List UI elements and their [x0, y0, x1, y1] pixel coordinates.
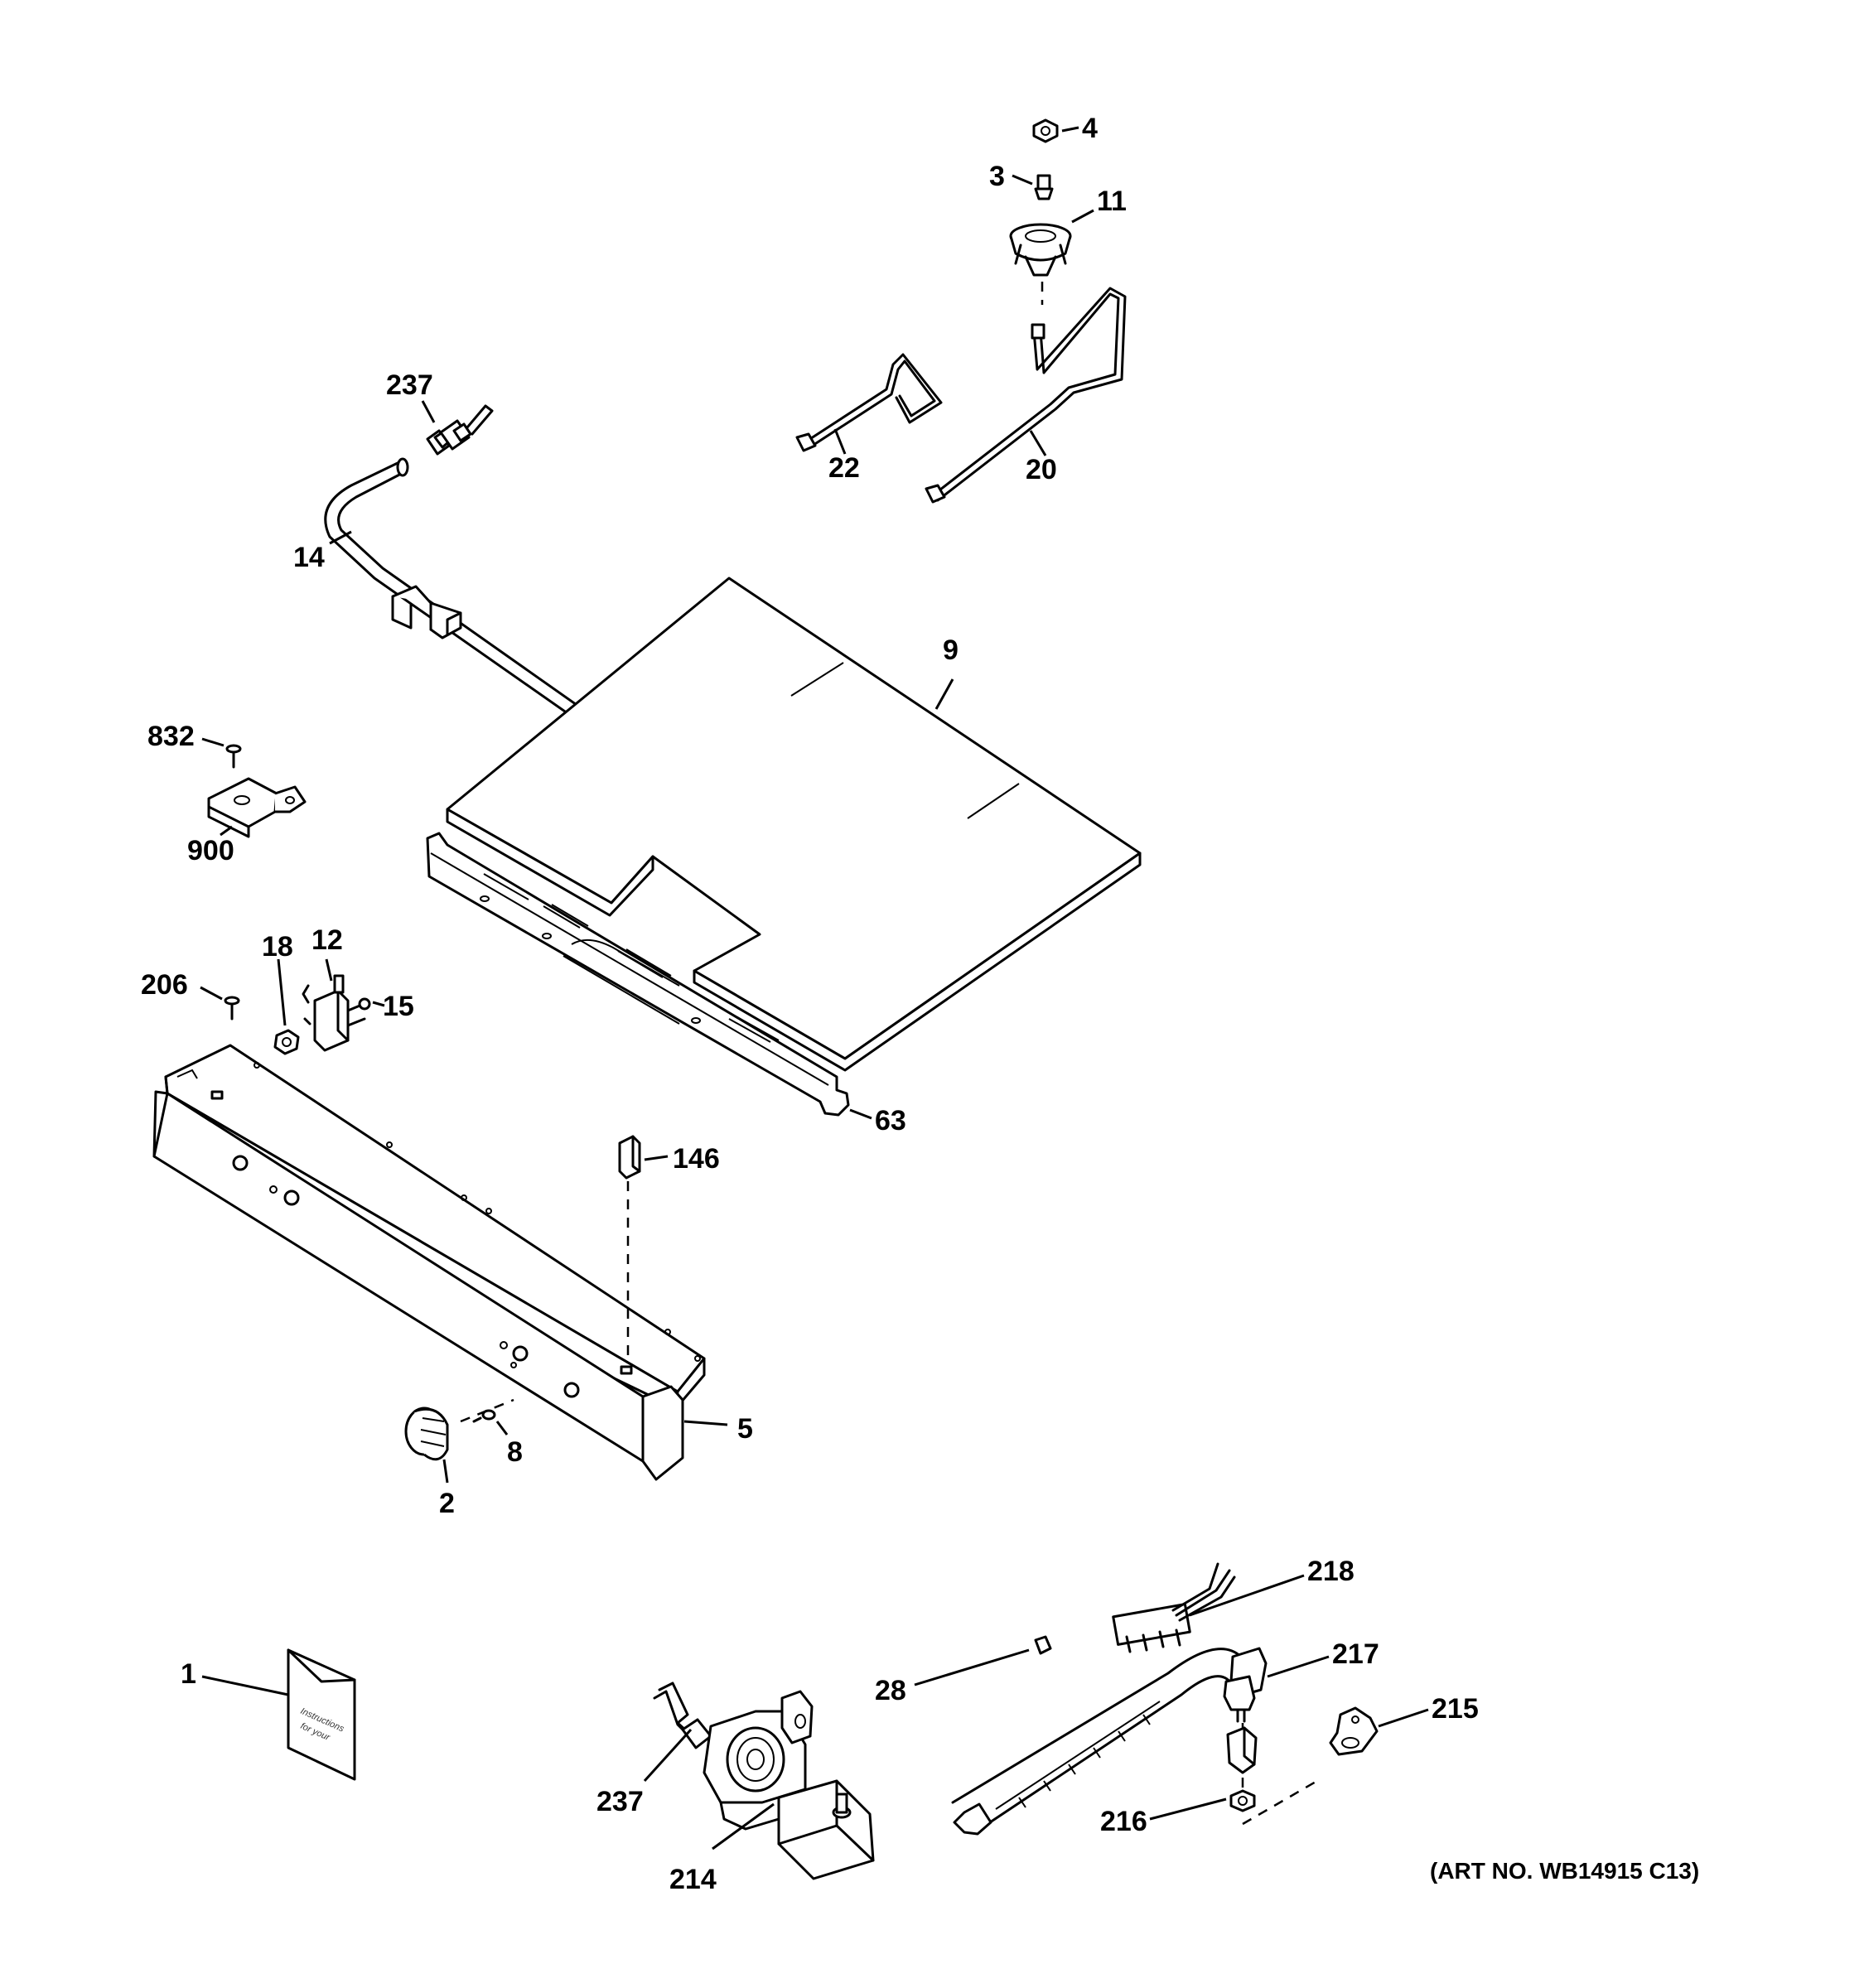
leader-9 [934, 678, 954, 710]
leader-8 [495, 1421, 509, 1436]
leader-3 [1012, 174, 1033, 186]
callout-9: 9 [943, 635, 959, 666]
part-valve-214 [703, 1690, 875, 1880]
part-manifold-panel-5 [152, 1044, 706, 1481]
callout-15: 15 [383, 991, 414, 1022]
callout-237-bottom: 237 [596, 1786, 644, 1817]
leader-832 [201, 737, 225, 747]
part-nut-18 [273, 1029, 300, 1055]
leader-214 [712, 1802, 775, 1850]
leader-12 [325, 958, 333, 982]
leader-4 [1061, 126, 1079, 133]
part-mounting-bracket-215 [1329, 1706, 1379, 1756]
part-screw-206 [224, 996, 240, 1021]
part-tube-20 [925, 287, 1127, 504]
part-terminal-15 [346, 997, 371, 1027]
callout-216: 216 [1100, 1806, 1147, 1837]
leader-218 [1189, 1574, 1305, 1617]
part-literature-1: Instructions for your [287, 1648, 356, 1781]
leader-14 [329, 530, 352, 545]
callout-8: 8 [507, 1436, 523, 1468]
leader-216 [1149, 1797, 1227, 1821]
callout-1: 1 [181, 1658, 196, 1690]
leader-146 [644, 1155, 669, 1161]
callout-14: 14 [293, 542, 325, 573]
callout-11: 11 [1097, 186, 1127, 217]
part-oven-burner-218 [951, 1562, 1251, 1836]
leader-20 [1029, 430, 1047, 456]
callout-18: 18 [262, 931, 293, 963]
part-knob-2 [404, 1407, 449, 1461]
callout-2: 2 [439, 1488, 455, 1519]
part-rail-63 [426, 832, 850, 1117]
callout-832: 832 [147, 721, 195, 752]
part-bracket-900 [207, 777, 307, 838]
leader-217 [1267, 1655, 1330, 1678]
part-panel-9 [446, 577, 1142, 1072]
callout-218: 218 [1307, 1556, 1355, 1587]
callout-206: 206 [141, 969, 188, 1001]
part-clip-146 [618, 1135, 641, 1180]
part-screw-8 [472, 1409, 496, 1423]
leader-215 [1378, 1708, 1429, 1728]
part-igniter-bracket-217 [1223, 1647, 1268, 1723]
leader-63 [849, 1108, 872, 1120]
leader-900 [220, 825, 233, 837]
part-screw-28 [1034, 1635, 1052, 1655]
callout-63: 63 [875, 1105, 906, 1136]
callout-5: 5 [737, 1413, 753, 1445]
callout-20: 20 [1026, 454, 1057, 485]
callout-22: 22 [828, 452, 860, 484]
callout-900: 900 [187, 835, 234, 866]
callout-3: 3 [989, 161, 1005, 192]
part-screw-832 [225, 744, 242, 769]
leader-18 [277, 958, 287, 1026]
part-burner-base-11 [1009, 223, 1072, 277]
part-pipe-bracket-left [391, 585, 462, 639]
callout-217: 217 [1332, 1638, 1379, 1670]
leader-237-top [421, 400, 436, 423]
callout-12: 12 [311, 924, 343, 956]
callout-146: 146 [673, 1143, 720, 1175]
part-tube-22 [795, 353, 943, 452]
part-fitting-237-top [426, 404, 494, 456]
callout-28: 28 [875, 1675, 906, 1706]
part-igniter-cup-216 [1226, 1726, 1258, 1812]
leader-237-bottom [643, 1728, 693, 1783]
part-orifice-3 [1034, 174, 1054, 200]
leader-15 [372, 1001, 385, 1007]
part-switch-12 [302, 974, 350, 1052]
leader-2 [442, 1459, 449, 1484]
part-fitting-237-bottom [653, 1682, 712, 1749]
callout-4: 4 [1082, 113, 1098, 144]
leader-5 [683, 1420, 728, 1426]
leader-11 [1071, 209, 1094, 224]
leader-22 [833, 428, 847, 455]
callout-237-top: 237 [386, 369, 433, 401]
leader-28 [914, 1648, 1030, 1686]
art-number: (ART NO. WB14915 C13) [1430, 1858, 1699, 1884]
callout-215: 215 [1432, 1693, 1479, 1725]
leader-206 [200, 986, 223, 1001]
part-nut-4 [1032, 118, 1059, 143]
callout-214: 214 [669, 1864, 717, 1895]
leader-1 [201, 1675, 289, 1696]
